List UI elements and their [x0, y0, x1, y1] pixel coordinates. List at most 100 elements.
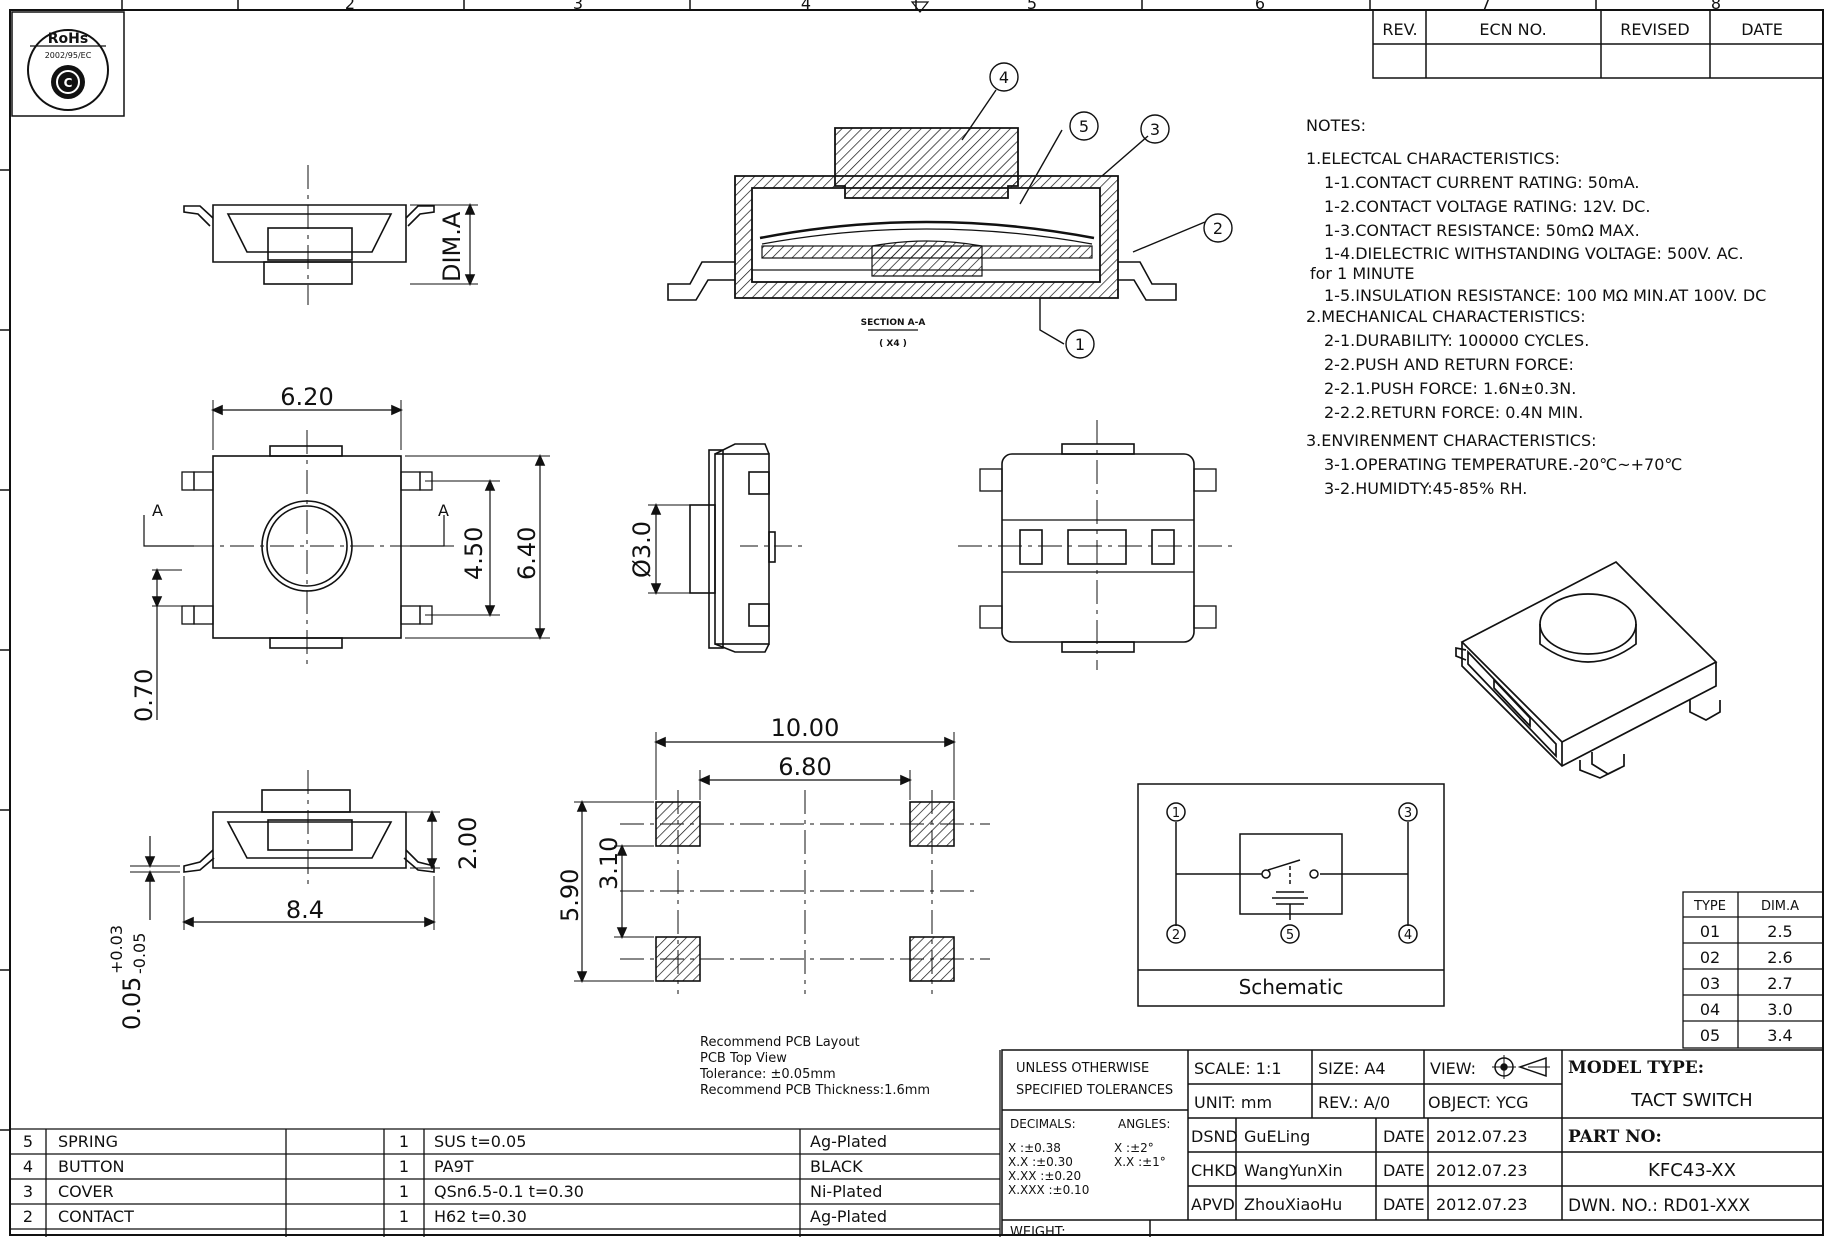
- col-marker: 6: [1255, 0, 1265, 13]
- title-block: UNLESS OTHERWISE SPECIFIED TOLERANCES DE…: [1001, 1049, 1824, 1237]
- button-section: [834, 127, 1019, 199]
- signoff-date-label: DATE: [1383, 1127, 1425, 1146]
- dim-a-cell: 3.4: [1767, 1026, 1792, 1045]
- bom-finish: Ni-Plated: [810, 1182, 882, 1201]
- front-view: [130, 770, 440, 930]
- pcb-caption: Recommend PCB Layout PCB Top View Tolera…: [699, 1035, 930, 1098]
- note-line: 1-2.CONTACT VOLTAGE RATING: 12V. DC.: [1324, 197, 1650, 216]
- top-view: [143, 400, 550, 720]
- pcb-caption-line: Recommend PCB Layout: [700, 1035, 860, 1050]
- pcb-caption-line: Recommend PCB Thickness:1.6mm: [700, 1083, 930, 1098]
- type-header: TYPE: [1693, 899, 1726, 914]
- pcb-caption-line: PCB Top View: [700, 1051, 787, 1066]
- signoff-date: 2012.07.23: [1436, 1127, 1528, 1146]
- dim-pad-inner: 3.10: [595, 837, 623, 890]
- note-line: 1.ELECTCAL CHARACTERISTICS:: [1306, 149, 1560, 168]
- angle-tol: X :±2°: [1114, 1141, 1154, 1155]
- dim-pad-gap: 6.80: [778, 753, 831, 781]
- schematic-label: Schematic: [1239, 975, 1344, 999]
- decimals-label: DECIMALS:: [1010, 1117, 1076, 1131]
- col-marker: 5: [1027, 0, 1037, 13]
- part-no-label: PART NO:: [1568, 1127, 1662, 1147]
- bom-material: H62 t=0.30: [434, 1207, 527, 1226]
- bom-material: SUS t=0.05: [434, 1132, 526, 1151]
- bom-table: 5 SPRING 1 SUS t=0.05 Ag-Plated 4 BUTTON…: [10, 1050, 1001, 1237]
- callout-2: 2: [1213, 219, 1223, 238]
- ecn-header: ECN NO.: [1479, 20, 1546, 39]
- size-field: SIZE: A4: [1318, 1059, 1386, 1078]
- section-title: SECTION A-A: [861, 318, 926, 328]
- pcb-layout: [574, 732, 990, 994]
- bom-item-no: 5: [23, 1132, 33, 1151]
- pin-label: 4: [1404, 928, 1412, 943]
- rev-header: REV.: [1382, 20, 1417, 39]
- type-table: TYPE DIM.A 01 2.5 02 2.6 03 2.7 04 3.0 0…: [1682, 891, 1824, 1049]
- bom-qty: 1: [399, 1157, 409, 1176]
- rohs-logo: RoHs 2002/95/EC C: [11, 11, 125, 117]
- note-line: 2.MECHANICAL CHARACTERISTICS:: [1306, 307, 1586, 326]
- side-view-top: [183, 165, 478, 305]
- decimal-tol: X :±0.38: [1008, 1141, 1061, 1155]
- pin-label: 3: [1404, 806, 1412, 821]
- note-line: 2-2.PUSH AND RETURN FORCE:: [1324, 355, 1574, 374]
- rohs-mark: C: [64, 76, 73, 90]
- note-line: 3-1.OPERATING TEMPERATURE.-20℃~+70℃: [1324, 455, 1682, 474]
- callout-5: 5: [1079, 117, 1089, 136]
- isometric-view: [1455, 560, 1721, 779]
- type-cell: 01: [1700, 922, 1720, 941]
- model-type-value: TACT SWITCH: [1630, 1090, 1752, 1111]
- dim-width-body: 6.20: [280, 383, 333, 411]
- bom-item-no: 3: [23, 1182, 33, 1201]
- rohs-directive: 2002/95/EC: [45, 51, 92, 60]
- section-mark-right: A: [438, 501, 449, 520]
- note-line: for 1 MINUTE: [1310, 264, 1414, 283]
- bom-material: QSn6.5-0.1 t=0.30: [434, 1182, 584, 1201]
- unit-field: UNIT: mm: [1194, 1093, 1272, 1112]
- dim-a-label: DIM.A: [438, 211, 466, 282]
- type-cell: 05: [1700, 1026, 1720, 1045]
- tolerance-title: SPECIFIED TOLERANCES: [1016, 1083, 1173, 1098]
- note-line: 2-2.2.RETURN FORCE: 0.4N MIN.: [1324, 403, 1583, 422]
- col-marker: 4: [801, 0, 811, 13]
- decimal-tol: X.X :±0.30: [1008, 1155, 1073, 1169]
- signoff-role: DSND: [1191, 1127, 1238, 1146]
- bom-part-name: CONTACT: [58, 1207, 134, 1226]
- bom-part-name: COVER: [58, 1182, 114, 1201]
- bottom-view: [958, 420, 1232, 670]
- signoff-date: 2012.07.23: [1436, 1161, 1528, 1180]
- rev-field: REV.: A/0: [1318, 1093, 1390, 1112]
- bom-finish: Ag-Plated: [810, 1207, 887, 1226]
- pin-label: 1: [1172, 806, 1180, 821]
- date-header: DATE: [1741, 20, 1783, 39]
- col-marker: 8: [1711, 0, 1721, 13]
- note-line: 1-4.DIELECTRIC WITHSTANDING VOLTAGE: 500…: [1324, 244, 1744, 263]
- pin-label: 2: [1172, 928, 1180, 943]
- callout-3: 3: [1150, 120, 1160, 139]
- type-cell: 04: [1700, 1000, 1720, 1019]
- notes-heading: NOTES:: [1306, 116, 1366, 135]
- note-line: 1-5.INSULATION RESISTANCE: 100 MΩ MIN.AT…: [1324, 286, 1766, 305]
- rohs-label: RoHs: [48, 31, 88, 47]
- notes: NOTES: 1.ELECTCAL CHARACTERISTICS: 1-1.C…: [1306, 116, 1766, 498]
- note-line: 3.ENVIRENMENT CHARACTERISTICS:: [1306, 431, 1596, 450]
- dim-button-dia: Ø3.0: [628, 521, 656, 578]
- decimal-tol: X.XXX :±0.10: [1008, 1183, 1089, 1197]
- callout-1: 1: [1075, 335, 1085, 354]
- revision-block: REV. ECN NO. REVISED DATE: [1372, 9, 1824, 79]
- dim-lead-thickness: 0.05: [118, 977, 146, 1030]
- bom-finish: Ag-Plated: [810, 1132, 887, 1151]
- type-cell: 02: [1700, 948, 1720, 967]
- signoff-date: 2012.07.23: [1436, 1195, 1528, 1214]
- note-line: 2-1.DURABILITY: 100000 CYCLES.: [1324, 331, 1589, 350]
- note-line: 1-3.CONTACT RESISTANCE: 50mΩ MAX.: [1324, 221, 1640, 240]
- dim-a-cell: 2.6: [1767, 948, 1792, 967]
- column-markers: 2 3 4 5 6 7 8: [345, 0, 1721, 13]
- col-marker: 7: [1481, 0, 1491, 13]
- bom-qty: 1: [399, 1207, 409, 1226]
- pcb-caption-line: Tolerance: ±0.05mm: [699, 1067, 836, 1082]
- dim-a-cell: 3.0: [1767, 1000, 1792, 1019]
- pin-label: 5: [1286, 928, 1294, 943]
- note-line: 2-2.1.PUSH FORCE: 1.6N±0.3N.: [1324, 379, 1576, 398]
